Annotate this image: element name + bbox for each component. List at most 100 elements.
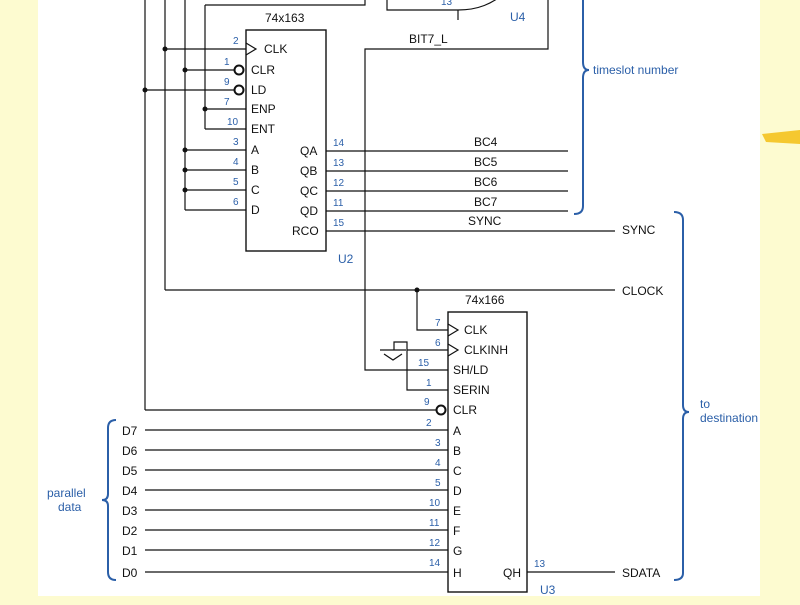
u2-pin-label: QA [300,144,317,158]
u2-output-signal: SYNC [468,214,502,228]
parallel-input-label: D4 [122,484,138,498]
u2-pin-number: 11 [333,198,344,209]
u3-pin-number: 4 [435,458,441,469]
u2-pin-label: ENT [251,122,276,136]
u3-pin-label: CLKINH [464,343,508,357]
u2-output-signal: BC5 [474,155,498,169]
u3-pin-label: H [453,566,462,580]
highlight-mark [762,130,800,144]
junction-dot [142,87,148,93]
parallel-input-label: D1 [122,544,138,558]
u2-ld-bubble [233,84,245,96]
parallel-input-label: D6 [122,444,138,458]
schematic-sheet [38,0,760,596]
u2-counter: 74x163 U2 CLK 2 CLR 1 LD 9 ENP 7 ENT 10 … [142,11,615,266]
u2-pin-label: ENP [251,102,276,116]
u2-clk-triangle [245,42,258,56]
u3-pin-label: A [453,424,461,438]
u2-output-signal: BC7 [474,195,498,209]
u4-reference: U4 [510,10,526,24]
u3-clk-triangle [447,323,460,337]
junction-dot [162,46,168,52]
u2-pin-label: B [251,163,259,177]
u2-pin-number: 7 [224,97,230,108]
u3-reference: U3 [540,583,556,597]
u3-pin-number: 10 [429,498,441,509]
u3-pin-label: QH [503,566,521,580]
u3-pin-number: 9 [424,397,430,408]
bit7-signal-label: BIT7_L [409,32,448,46]
u3-pin-label: E [453,504,461,518]
u2-pin-number: 14 [333,138,345,149]
bit7-wire [364,0,549,371]
u3-pin-label: CLR [453,403,477,417]
u3-pin-label: SH/LD [453,363,489,377]
parallel-input-label: D5 [122,464,138,478]
u2-pin-number: 2 [233,36,239,47]
u2-pin-label: QD [300,204,318,218]
u3-clk-wire [416,290,448,331]
parallel-input-label: D3 [122,504,138,518]
u2-pin-number: 6 [233,197,239,208]
u2-pin-label: QC [300,184,318,198]
parallel-input-label: D7 [122,424,138,438]
u3-pin-label: C [453,464,462,478]
junction-dot [202,106,208,112]
parallel-input-label: D0 [122,566,138,580]
junction-dot [182,67,188,73]
junction-dot [182,187,188,193]
destination-annotation-line2: destination [700,411,758,425]
u2-pin-number: 1 [224,57,230,68]
u3-pin-number: 2 [426,418,432,429]
u4-pin-number: 13 [441,0,453,8]
destination-annotation-line1: to [700,397,710,411]
u3-clr-bubble [435,404,447,416]
u3-pin-label: CLK [464,323,487,337]
u2-pin-number: 12 [333,178,345,189]
u2-reference: U2 [338,252,354,266]
u3-pin-number: 14 [429,558,441,569]
u3-pin-label: B [453,444,461,458]
u3-pin-label: F [453,524,460,538]
u2-pin-number: 9 [224,77,230,88]
u3-clkinh-triangle [447,343,460,357]
u3-pin-number: 15 [418,358,430,369]
u2-output-signal: BC6 [474,175,498,189]
u3-pin-number: 5 [435,478,441,489]
u3-pin-number: 11 [429,518,440,529]
destination-brace [673,211,690,581]
u3-pin-number: 3 [435,438,441,449]
u3-chip-body [447,311,528,593]
u2-pin-label: D [251,203,260,217]
junction-dot [182,167,188,173]
ground-stub [393,341,408,350]
u3-pin-label: G [453,544,462,558]
u2-clr-bubble [233,64,245,76]
u2-pin-number: 15 [333,218,345,229]
u2-pin-label: LD [251,83,267,97]
u2-pin-label: CLK [264,42,287,56]
u3-part-number: 74x166 [465,293,505,307]
u2-pin-number: 5 [233,177,239,188]
parallel-annotation-line1: parallel [47,486,86,500]
u3-pin-number: 12 [429,538,441,549]
u2-pin-label: A [251,143,259,157]
u2-pin-number: 13 [333,158,345,169]
u3-shift-register: 74x166 U3 CLK 7 CLKINH 6 SH/LD 15 SERIN … [122,293,615,597]
u3-pin-number: 6 [435,338,441,349]
u3-pin-label: D [453,484,462,498]
u3-pin-number: 13 [534,559,546,570]
top-left-wire [205,0,366,6]
u2-pin-label: RCO [292,224,319,238]
sdata-net-label: SDATA [622,566,660,580]
junction-dot [182,147,188,153]
u2-pin-label: CLR [251,63,275,77]
u2-pin-number: 3 [233,137,239,148]
u4-partial: 13 U4 BIT7_L [144,0,549,410]
u3-pin-number: 7 [435,318,441,329]
parallel-input-label: D2 [122,524,138,538]
timeslot-annotation: timeslot number [593,63,678,77]
u2-pin-number: 10 [227,117,239,128]
